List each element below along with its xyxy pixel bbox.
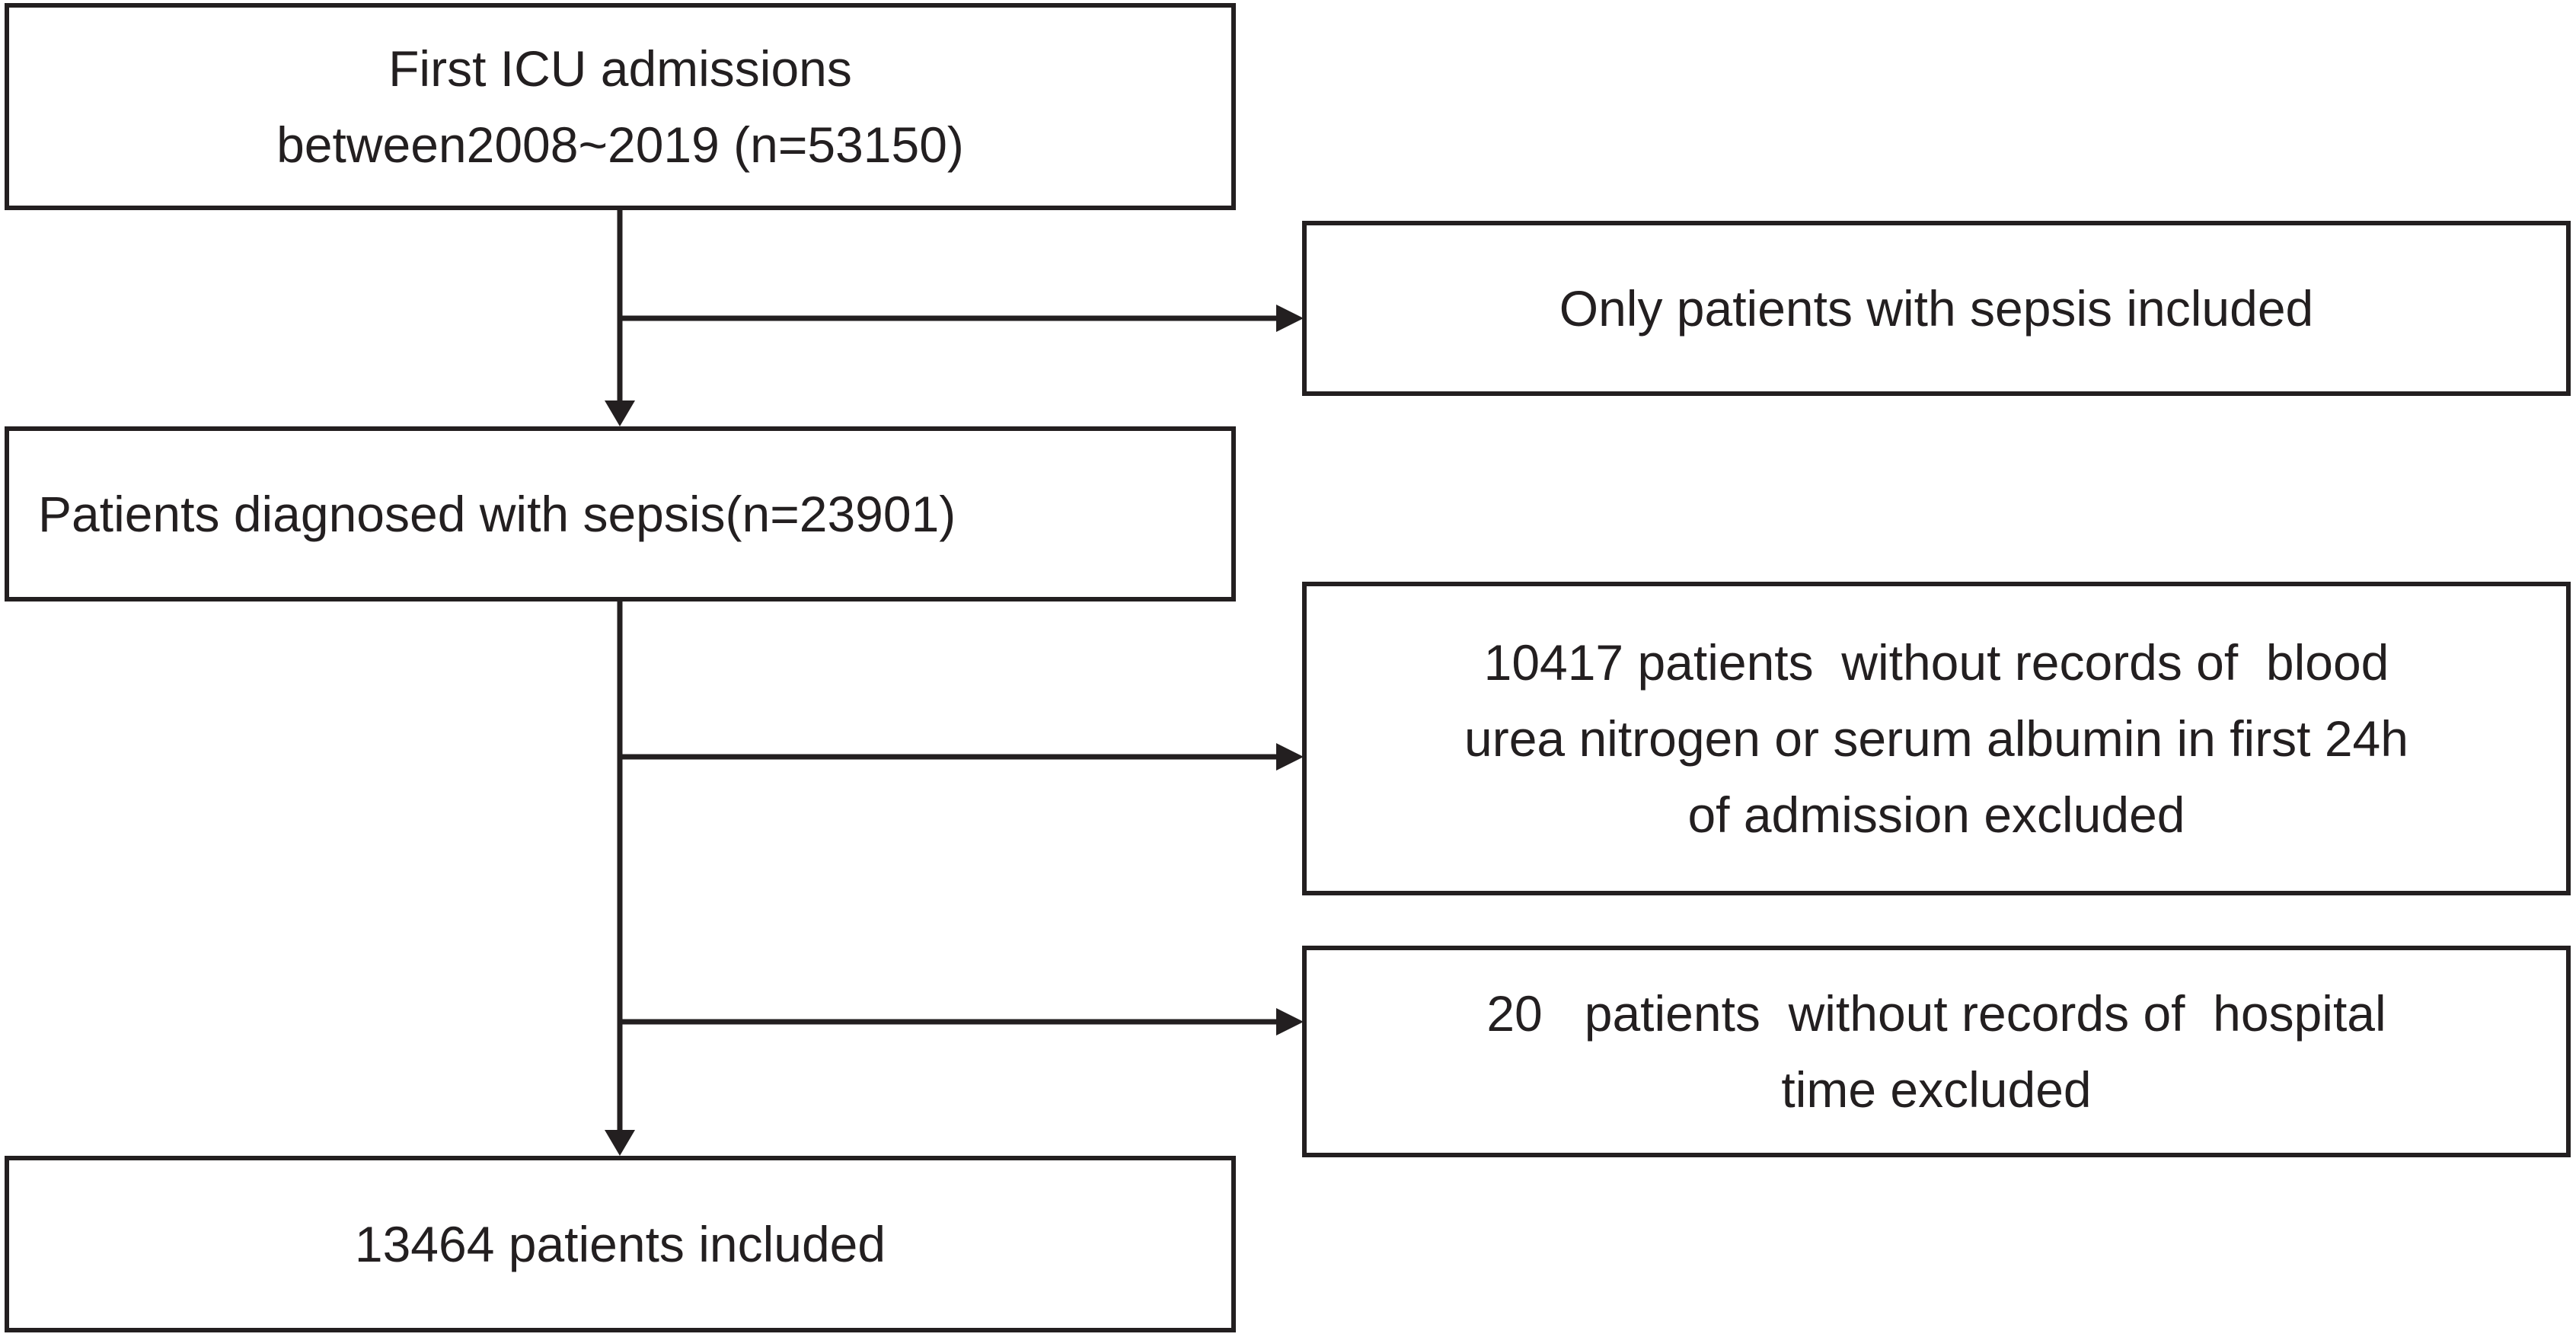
included-line-1: 13464 patients included bbox=[354, 1216, 886, 1272]
diagnosed-line-1: Patients diagnosed with sepsis(n=23901) bbox=[38, 486, 956, 542]
excluded-missing-bun-albumin-box: 10417 patients without records of blood … bbox=[1302, 582, 2571, 895]
excluded-time-line-2: time excluded bbox=[1781, 1061, 2092, 1118]
admissions-line-1: First ICU admissions bbox=[388, 40, 852, 97]
excluded-bun-line-2: urea nitrogen or serum albumin in first … bbox=[1464, 710, 2408, 767]
arrowhead-to-excluded-time bbox=[1276, 1008, 1304, 1035]
excluded-missing-hospital-time-box: 20 patients without records of hospital … bbox=[1302, 946, 2571, 1157]
arrowhead-to-diagnosed bbox=[605, 400, 635, 426]
patients-included-box: 13464 patients included bbox=[5, 1156, 1236, 1332]
excluded-time-line-1: 20 patients without records of hospital bbox=[1486, 985, 2386, 1042]
excluded-bun-line-3: of admission excluded bbox=[1687, 787, 2185, 843]
arrowhead-to-included bbox=[605, 1130, 635, 1156]
first-icu-admissions-box: First ICU admissions between2008~2019 (n… bbox=[5, 3, 1236, 210]
arrowhead-to-sepsis-only bbox=[1276, 305, 1304, 332]
arrowhead-to-excluded-bun bbox=[1276, 743, 1304, 771]
excluded-bun-line-1: 10417 patients without records of blood bbox=[1483, 634, 2389, 691]
sepsis-only-criteria-box: Only patients with sepsis included bbox=[1302, 221, 2571, 396]
sepsis-only-line-1: Only patients with sepsis included bbox=[1559, 280, 2314, 337]
diagnosed-with-sepsis-box: Patients diagnosed with sepsis(n=23901) bbox=[5, 426, 1236, 601]
admissions-line-2: between2008~2019 (n=53150) bbox=[276, 116, 964, 173]
